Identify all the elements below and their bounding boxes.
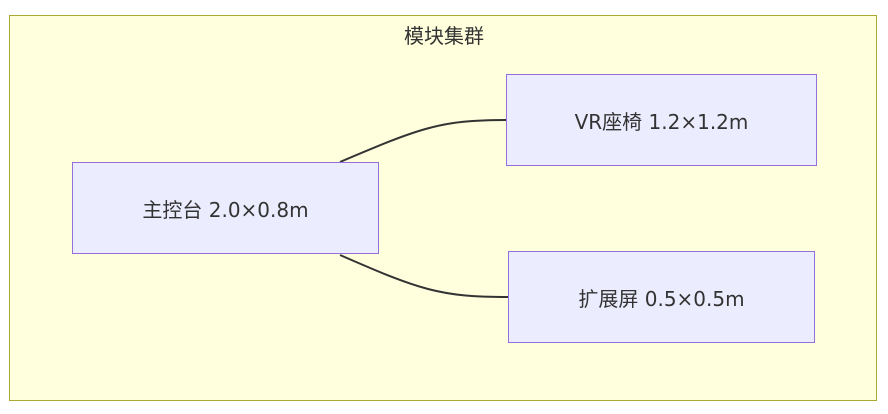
node-extension-screen[interactable]: 扩展屏 0.5×0.5m: [508, 251, 815, 343]
node-vr-seat-label: VR座椅 1.2×1.2m: [574, 109, 749, 134]
node-main-console-label: 主控台 2.0×0.8m: [142, 197, 309, 222]
node-extension-screen-label: 扩展屏 0.5×0.5m: [578, 286, 745, 311]
node-main-console[interactable]: 主控台 2.0×0.8m: [72, 162, 379, 254]
cluster-title: 模块集群: [404, 24, 484, 48]
node-vr-seat[interactable]: VR座椅 1.2×1.2m: [506, 74, 817, 166]
edge-main-to-extension: [339, 254, 509, 298]
edge-main-to-vr: [339, 119, 507, 163]
